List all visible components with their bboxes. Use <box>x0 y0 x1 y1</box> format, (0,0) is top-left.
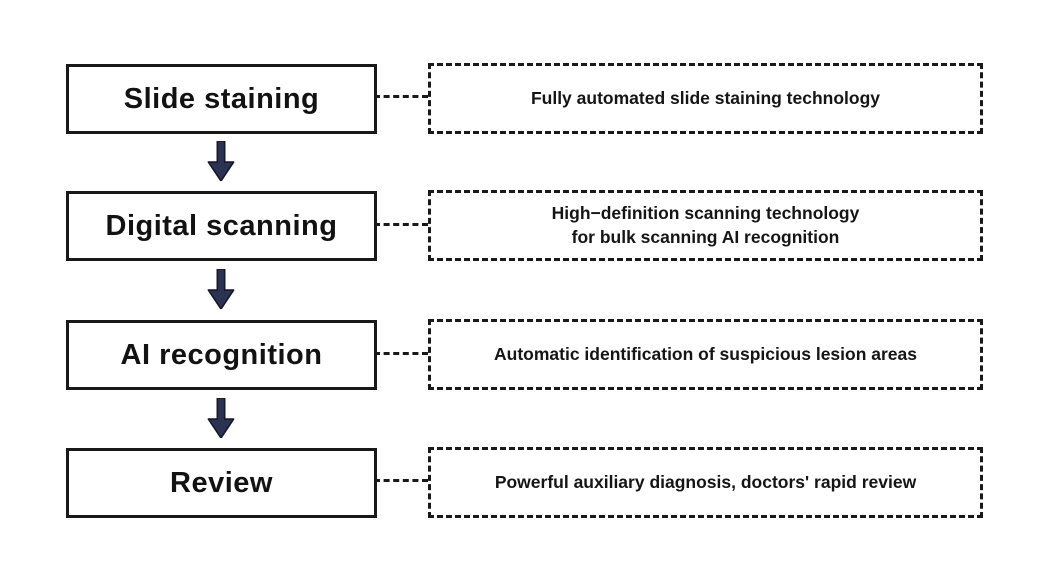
step-description: High−definition scanning technology for … <box>551 202 860 247</box>
step-label: AI recognition <box>120 338 323 371</box>
dashed-connector <box>374 95 428 98</box>
dashed-connector <box>374 223 428 226</box>
dashed-connector <box>374 479 428 482</box>
step-description: Fully automated slide staining technolog… <box>530 87 881 108</box>
step-description: Powerful auxiliary diagnosis, doctors' r… <box>494 471 917 492</box>
step-label: Digital scanning <box>105 209 338 242</box>
step-description: Automatic identification of suspicious l… <box>494 343 917 364</box>
step-box-digital-scanning: Digital scanning <box>66 191 377 261</box>
dashed-connector <box>374 352 428 355</box>
step-description-box: Powerful auxiliary diagnosis, doctors' r… <box>428 447 983 518</box>
step-label: Slide staining <box>123 82 320 115</box>
step-box-slide-staining: Slide staining <box>66 64 377 134</box>
step-box-ai-recognition: AI recognition <box>66 320 377 390</box>
step-description-box: Fully automated slide staining technolog… <box>428 63 983 134</box>
down-arrow-icon <box>207 269 235 309</box>
down-arrow-icon <box>207 398 235 438</box>
step-label: Review <box>170 466 273 499</box>
down-arrow-icon <box>207 141 235 181</box>
step-description-box: Automatic identification of suspicious l… <box>428 319 983 390</box>
step-description-box: High−definition scanning technology for … <box>428 190 983 261</box>
step-box-review: Review <box>66 448 377 518</box>
